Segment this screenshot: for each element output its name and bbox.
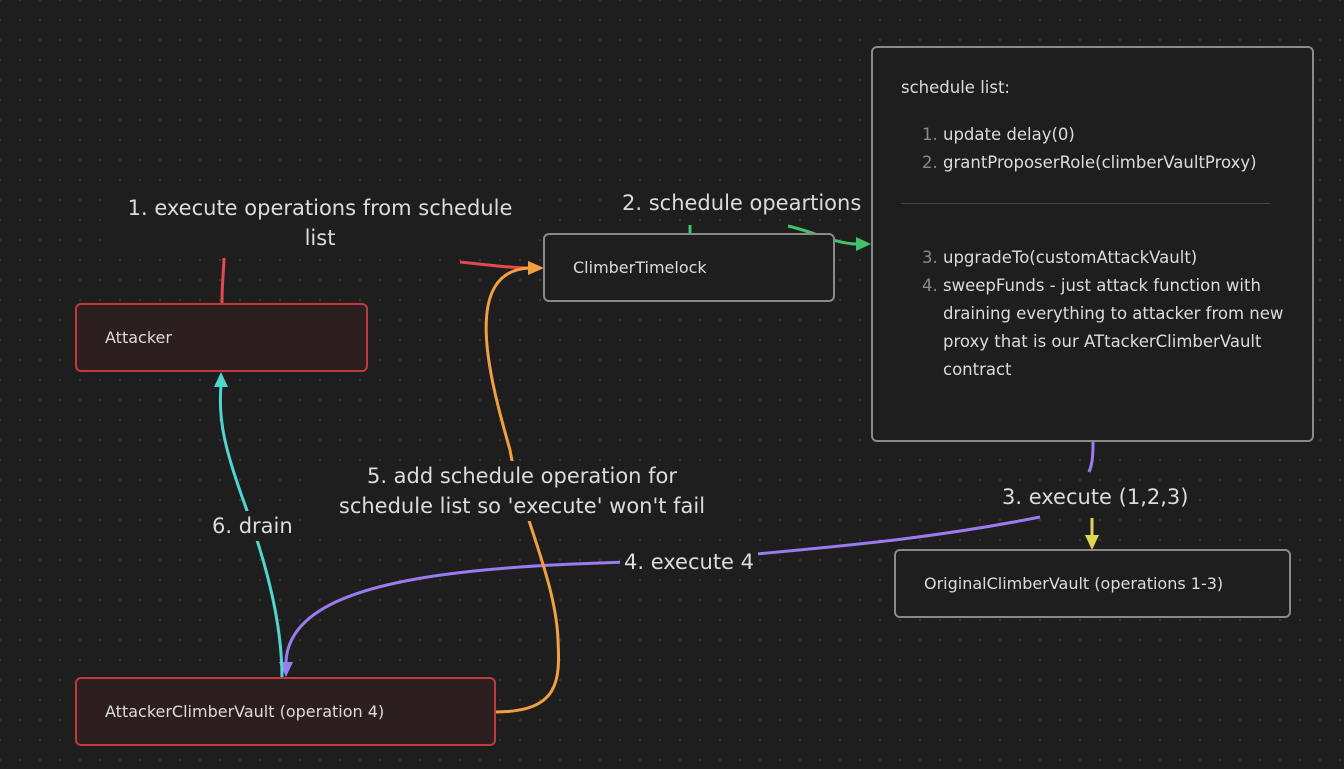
schedule-item: upgradeTo(customAttackVault)	[943, 244, 1284, 272]
node-climber-timelock[interactable]: ClimberTimelock	[543, 233, 835, 302]
edge-drain	[218, 385, 284, 679]
edge-label-6: 6. drain	[208, 511, 297, 541]
edge-execute-operations	[220, 257, 226, 304]
schedule-list-divider	[901, 203, 1270, 204]
node-attacker-climber-vault-label: AttackerClimberVault (operation 4)	[105, 702, 385, 721]
node-climber-timelock-label: ClimberTimelock	[573, 258, 707, 277]
arrowhead-orange	[528, 261, 544, 275]
node-attacker-label: Attacker	[105, 328, 172, 347]
node-original-climber-vault[interactable]: OriginalClimberVault (operations 1-3)	[894, 549, 1291, 618]
schedule-list-part-1: update delay(0) grantProposerRole(climbe…	[901, 121, 1284, 177]
arrowhead-green	[856, 237, 871, 251]
edge-label-2: 2. schedule opeartions	[618, 188, 866, 218]
node-attacker-climber-vault[interactable]: AttackerClimberVault (operation 4)	[75, 677, 496, 746]
node-original-climber-vault-label: OriginalClimberVault (operations 1-3)	[924, 574, 1224, 593]
schedule-list-title: schedule list:	[901, 78, 1010, 97]
edge-label-5: 5. add schedule operation for schedule l…	[318, 461, 726, 521]
edge-execute-operations-end	[459, 260, 531, 270]
schedule-item: sweepFunds - just attack function with d…	[943, 272, 1284, 384]
schedule-list-part-2: upgradeTo(customAttackVault) sweepFunds …	[901, 244, 1284, 384]
schedule-item: grantProposerRole(climberVaultProxy)	[943, 149, 1284, 177]
schedule-item: update delay(0)	[943, 121, 1284, 149]
edge-label-3: 3. execute (1,2,3)	[998, 482, 1193, 512]
edge-label-4: 4. execute 4	[620, 547, 759, 577]
edge-label-1: 1. execute operations from schedule list	[116, 193, 524, 253]
node-attacker[interactable]: Attacker	[75, 303, 368, 372]
arrowhead-cyan	[214, 372, 228, 387]
edge-execute-123-start	[1087, 441, 1095, 473]
schedule-list-note[interactable]: schedule list: update delay(0) grantProp…	[871, 46, 1314, 442]
arrowhead-yellow	[1085, 535, 1099, 550]
